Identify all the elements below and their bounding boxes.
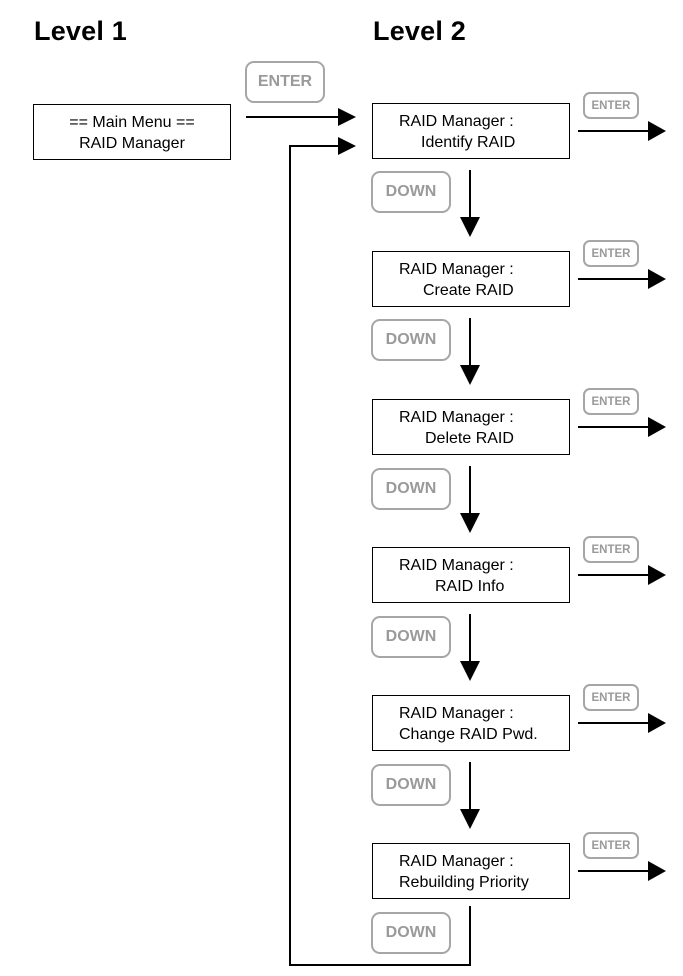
down-arrowhead xyxy=(460,217,480,237)
down-key: DOWN xyxy=(371,171,451,213)
raid-menu-item: RAID Manager : Rebuilding Priority xyxy=(372,843,570,899)
raid-item-line2: Delete RAID xyxy=(425,430,514,447)
raid-menu-item: RAID Manager : RAID Info xyxy=(372,547,570,603)
raid-item-line2: Rebuilding Priority xyxy=(399,874,529,891)
down-key: DOWN xyxy=(371,912,451,954)
raid-item-line1: RAID Manager : xyxy=(399,705,514,722)
main-menu-box: == Main Menu == RAID Manager xyxy=(33,104,231,160)
main-enter-key: ENTER xyxy=(245,61,325,103)
raid-menu-item: RAID Manager : Delete RAID xyxy=(372,399,570,455)
raid-item-line1: RAID Manager : xyxy=(399,409,514,426)
item-enter-arrowhead xyxy=(648,713,666,733)
raid-item-line1: RAID Manager : xyxy=(399,557,514,574)
loop-back-arrowhead xyxy=(338,137,356,155)
item-enter-arrowhead xyxy=(648,269,666,289)
down-arrowhead xyxy=(460,365,480,385)
enter-key: ENTER xyxy=(583,388,639,415)
down-key: DOWN xyxy=(371,616,451,658)
raid-item-line1: RAID Manager : xyxy=(399,113,514,130)
raid-menu-item: RAID Manager : Identify RAID xyxy=(372,103,570,159)
item-enter-arrowhead xyxy=(648,417,666,437)
down-arrowhead xyxy=(460,809,480,829)
raid-item-line2: Create RAID xyxy=(423,282,514,299)
down-arrowhead xyxy=(460,661,480,681)
main-menu-line1: == Main Menu == xyxy=(69,114,195,131)
level-2-heading: Level 2 xyxy=(373,16,466,46)
raid-item-line1: RAID Manager : xyxy=(399,261,514,278)
enter-key: ENTER xyxy=(583,92,639,119)
raid-menu-item: RAID Manager : Create RAID xyxy=(372,251,570,307)
raid-item-line1: RAID Manager : xyxy=(399,853,514,870)
down-key: DOWN xyxy=(371,764,451,806)
enter-key: ENTER xyxy=(583,536,639,563)
loop-back-line xyxy=(289,145,471,966)
down-arrowhead xyxy=(460,513,480,533)
raid-item-line2: Change RAID Pwd. xyxy=(399,726,538,743)
level-1-heading: Level 1 xyxy=(34,16,127,46)
item-enter-arrowhead xyxy=(648,121,666,141)
raid-menu-item: RAID Manager : Change RAID Pwd. xyxy=(372,695,570,751)
down-key: DOWN xyxy=(371,319,451,361)
item-enter-arrowhead xyxy=(648,565,666,585)
down-key: DOWN xyxy=(371,468,451,510)
enter-key: ENTER xyxy=(583,684,639,711)
enter-key: ENTER xyxy=(583,832,639,859)
main-menu-line2: RAID Manager xyxy=(79,135,185,152)
enter-key: ENTER xyxy=(583,240,639,267)
main-enter-arrowhead xyxy=(338,108,356,126)
raid-item-line2: RAID Info xyxy=(435,578,505,595)
item-enter-arrowhead xyxy=(648,861,666,881)
raid-item-line2: Identify RAID xyxy=(421,134,516,151)
